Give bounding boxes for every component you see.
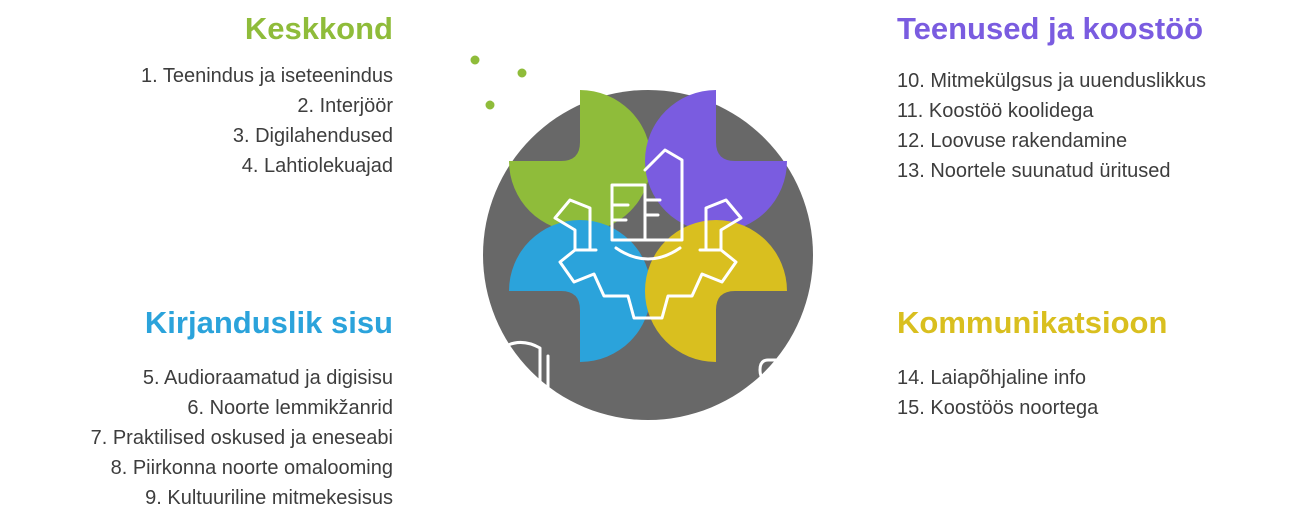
list-item: 6. Noorte lemmikžanrid: [187, 397, 393, 419]
teenused-list: 10. Mitmekülgsus ja uuenduslikkus 11. Ko…: [897, 66, 1206, 186]
kommunikatsioon-title: Kommunikatsioon: [897, 305, 1168, 340]
megaphone-icon: [758, 340, 828, 410]
list-item: 4. Lahtiolekuajad: [241, 155, 393, 177]
kirjandus-title: Kirjanduslik sisu: [144, 305, 393, 340]
list-item: 5. Audioraamatud ja digisisu: [142, 367, 393, 389]
list-item: 12. Loovuse rakendamine: [897, 130, 1128, 152]
teenused-title: Teenused ja koostöö: [897, 11, 1204, 46]
globe-network-icon: [462, 44, 538, 120]
list-item: 10. Mitmekülgsus ja uuenduslikkus: [897, 70, 1207, 92]
kommunikatsioon-badge: [645, 220, 787, 362]
keskkond-title: Keskkond: [244, 11, 393, 46]
list-item: 8. Piirkonna noorte omalooming: [110, 457, 393, 479]
list-item: 2. Interjöör: [297, 95, 393, 117]
document-handshake-icon: [748, 36, 826, 114]
building-gear-icon: [553, 148, 743, 320]
keskkond-badge: [509, 90, 651, 232]
keskkond-list: 1. Teenindus ja iseteenindus 2. Interjöö…: [40, 61, 393, 181]
kirjandus-badge: [509, 220, 651, 362]
list-item: 1. Teenindus ja iseteenindus: [140, 65, 393, 87]
list-item: 14. Laiapõhjaline info: [897, 367, 1087, 389]
list-item: 9. Kultuuriline mitmekesisus: [145, 487, 393, 509]
list-item: 3. Digilahendused: [232, 125, 393, 147]
list-item: 13. Noortele suunatud üritused: [897, 160, 1171, 182]
list-item: 7. Praktilised oskused ja eneseabi: [90, 427, 393, 449]
kirjandus-list: 5. Audioraamatud ja digisisu 6. Noorte l…: [0, 363, 393, 513]
list-item: 15. Koostöös noortega: [897, 397, 1099, 419]
list-item: 11. Koostöö koolidega: [897, 100, 1094, 122]
kommunikatsioon-list: 14. Laiapõhjaline info 15. Koostöös noor…: [897, 363, 1098, 423]
open-book-icon: [462, 341, 550, 406]
